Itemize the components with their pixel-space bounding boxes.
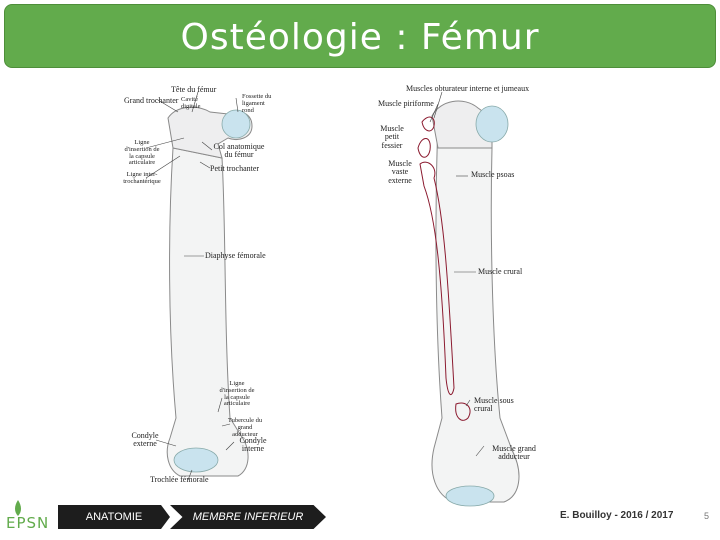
label-ligne-insertion-bas: Ligne d'insertion de la capsule articula…	[219, 381, 255, 408]
label-grand-adducteur: Muscle grand adducteur	[488, 445, 540, 462]
label-tete-femur: Tête du fémur	[171, 86, 216, 94]
label-petit-fessier: Muscle petit fessier	[377, 125, 407, 150]
label-trochlee: Trochlée fémorale	[150, 476, 209, 484]
label-fossette: Fossette du ligament rond	[242, 94, 276, 114]
label-col-anatomique: Col anatomique du fémur	[213, 143, 265, 160]
label-obturateur: Muscles obturateur interne et jumeaux	[406, 85, 529, 93]
label-crural: Muscle crural	[478, 268, 522, 276]
label-sous-crural: Muscle sous crural	[474, 397, 514, 414]
epsn-logo-text: EPSN	[6, 514, 49, 532]
label-vaste-externe: Muscle vaste externe	[385, 160, 415, 185]
label-piriforme: Muscle piriforme	[378, 100, 434, 108]
slide-title: Ostéologie : Fémur	[5, 17, 715, 58]
title-bar: Ostéologie : Fémur	[4, 4, 716, 68]
epsn-logo: EPSN	[4, 496, 56, 532]
label-cavite-digitale: Cavité digitale	[181, 97, 203, 111]
label-condyle-interne: Condyle interne	[236, 437, 270, 454]
label-diaphyse: Diaphyse fémorale	[205, 252, 266, 260]
label-petit-trochanter: Petit trochanter	[210, 165, 259, 173]
breadcrumb-membre-inferieur[interactable]: MEMBRE INFERIEUR	[170, 505, 326, 529]
page-number: 5	[704, 511, 709, 521]
breadcrumb-membre-inferieur-label: MEMBRE INFERIEUR	[193, 511, 304, 523]
author-credit: E. Bouilloy - 2016 / 2017	[560, 510, 673, 521]
label-psoas: Muscle psoas	[471, 171, 514, 179]
label-ligne-inter: Ligne inter- trochantérique	[120, 172, 164, 186]
label-grand-trochanter: Grand trochanter	[124, 97, 178, 105]
breadcrumb-anatomie[interactable]: ANATOMIE	[58, 505, 170, 529]
epsn-logo-graphic: EPSN	[4, 496, 56, 532]
label-ligne-insertion: Ligne d'insertion de la capsule articula…	[124, 140, 160, 167]
label-condyle-externe: Condyle externe	[128, 432, 162, 449]
breadcrumb-anatomie-label: ANATOMIE	[86, 511, 142, 523]
